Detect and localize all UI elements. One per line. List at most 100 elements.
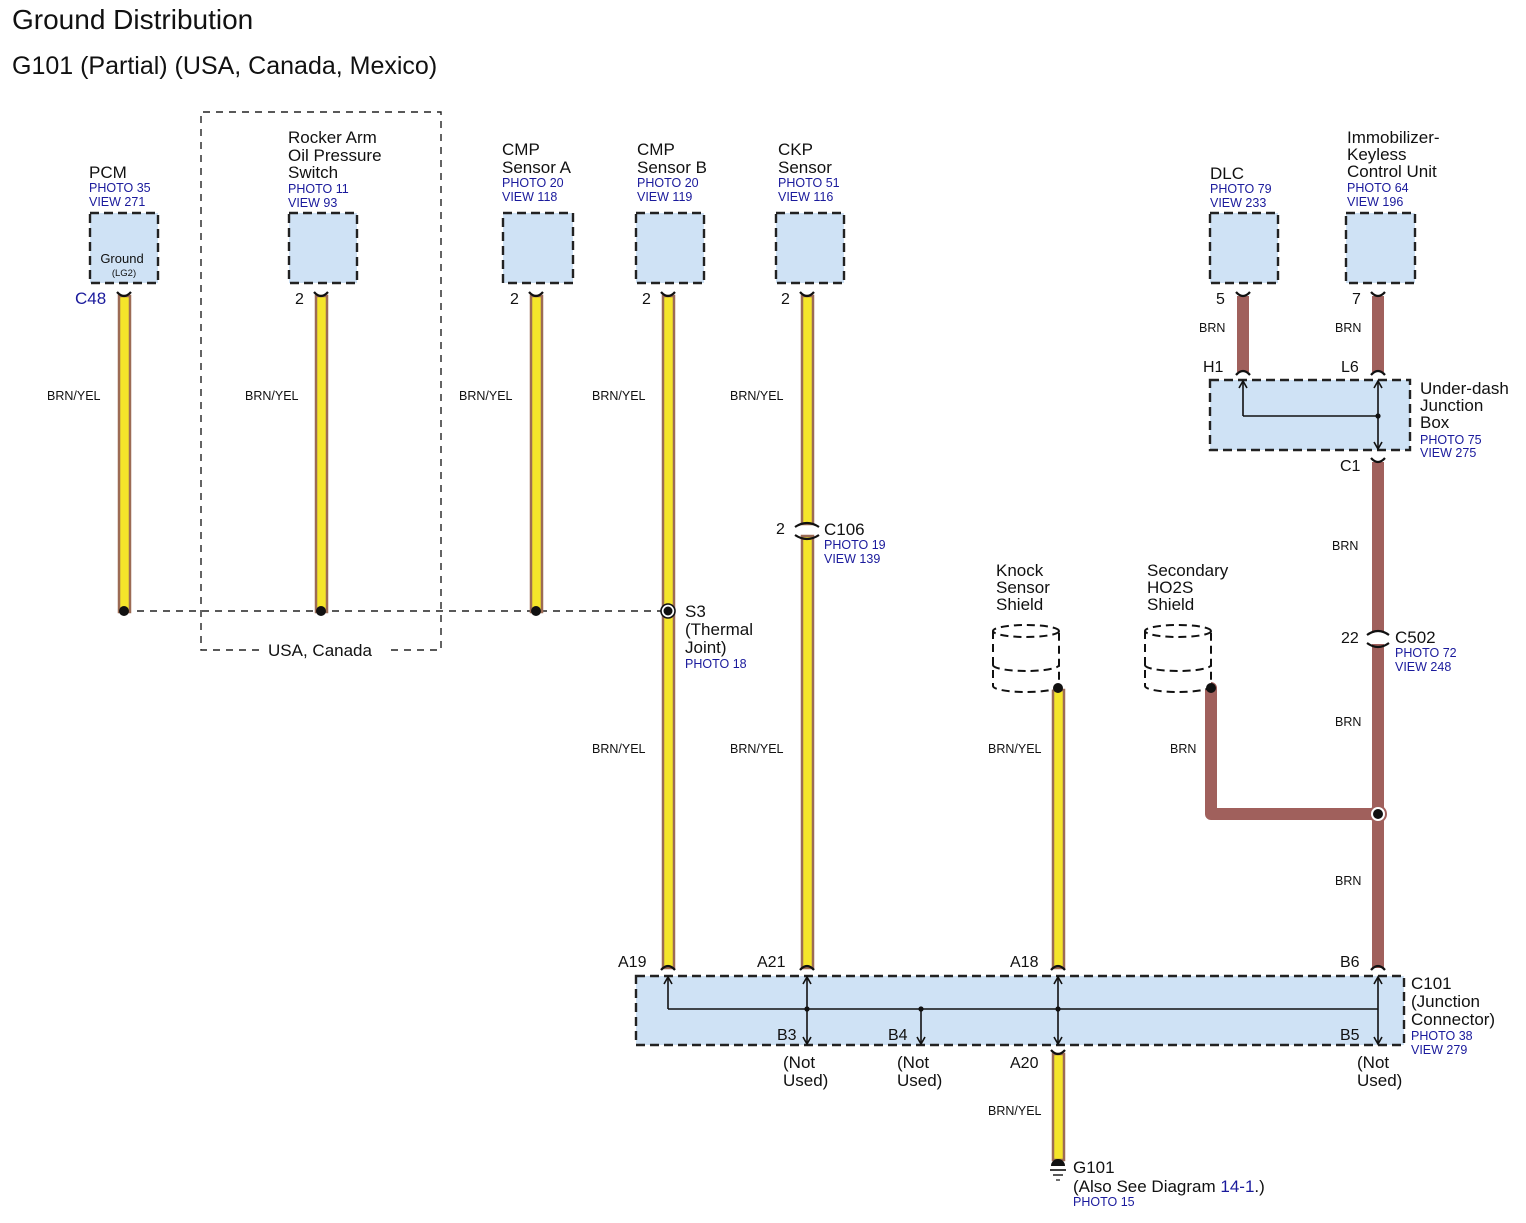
rocker-photo: PHOTO 11: [288, 182, 349, 196]
wire-pcm: [117, 294, 132, 614]
g101-note: (Also See Diagram 14-1.): [1073, 1177, 1265, 1196]
wire-color-labels: BRN/YEL BRN/YEL BRN/YEL BRN/YEL BRN/YEL …: [47, 321, 1361, 1118]
rocker-view: VIEW 93: [288, 196, 337, 210]
wire-ckp: [800, 294, 815, 970]
pcm-box: [88, 211, 160, 285]
pcm-photo: PHOTO 35: [89, 181, 151, 195]
c101-label: C101 (Junction Connector): [1411, 974, 1495, 1029]
immobilizer-label: Immobilizer- Keyless Control Unit: [1347, 128, 1444, 181]
immobilizer-box: [1344, 211, 1417, 285]
underdash-photo: PHOTO 75: [1420, 433, 1482, 447]
c106-view: VIEW 139: [824, 552, 880, 566]
rocker-label: Rocker Arm Oil Pressure Switch: [288, 128, 386, 182]
diagram-title: Ground Distribution: [12, 4, 253, 35]
underdash-internal-wiring: [1238, 379, 1383, 451]
b3-not-used: (Not Used): [783, 1053, 828, 1090]
underdash-pin-c1: C1: [1340, 458, 1361, 475]
c106-pin: 2: [776, 521, 785, 538]
ckp-photo: PHOTO 51: [778, 176, 840, 190]
svg-text:BRN: BRN: [1332, 539, 1358, 553]
cmp-a-box: [501, 211, 575, 285]
dlc-label: DLC: [1210, 164, 1244, 183]
c502-photo: PHOTO 72: [1395, 646, 1457, 660]
cmp-b-photo: PHOTO 20: [637, 176, 699, 190]
svg-text:BRN/YEL: BRN/YEL: [592, 389, 646, 403]
s3-label: S3 (Thermal Joint): [685, 602, 758, 657]
s3-photo: PHOTO 18: [685, 657, 747, 671]
diagram-subtitle: G101 (Partial) (USA, Canada, Mexico): [12, 52, 437, 80]
svg-text:BRN/YEL: BRN/YEL: [592, 742, 646, 756]
c502-pin: 22: [1341, 630, 1359, 647]
cmp-b-pin: 2: [642, 291, 651, 308]
c101-pin-a18: A18: [1010, 954, 1039, 971]
svg-text:BRN: BRN: [1335, 874, 1361, 888]
g101-photo: PHOTO 15: [1073, 1195, 1135, 1209]
ckp-box: [774, 211, 846, 285]
cmp-b-box: [634, 211, 706, 285]
wire-knock: [1051, 688, 1066, 970]
c106-label: C106: [824, 520, 865, 539]
wire-cmp-a: [529, 294, 544, 614]
c101-box: [634, 974, 1406, 1047]
dlc-pin: 5: [1216, 291, 1225, 308]
svg-text:BRN: BRN: [1335, 715, 1361, 729]
ckp-pin: 2: [781, 291, 790, 308]
g101-label: G101: [1073, 1158, 1115, 1177]
svg-text:BRN: BRN: [1335, 321, 1361, 335]
b5-not-used: (Not Used): [1357, 1053, 1402, 1090]
splice-dots: [119, 606, 541, 616]
c101-pin-b4: B4: [888, 1027, 908, 1044]
c101-pin-b5: B5: [1340, 1027, 1360, 1044]
svg-text:BRN: BRN: [1199, 321, 1225, 335]
region-box: [200, 111, 442, 651]
svg-text:BRN/YEL: BRN/YEL: [730, 389, 784, 403]
b4-not-used: (Not Used): [897, 1053, 942, 1090]
c101-pin-a20: A20: [1010, 1055, 1039, 1072]
dlc-view: VIEW 233: [1210, 196, 1266, 210]
c101-photo: PHOTO 38: [1411, 1029, 1473, 1043]
dlc-box: [1208, 211, 1280, 285]
cmp-b-view: VIEW 119: [637, 190, 692, 204]
wire-cmp-b: [661, 294, 676, 970]
svg-text:BRN/YEL: BRN/YEL: [988, 1104, 1042, 1118]
knock-shield-icon: [992, 624, 1063, 693]
cmp-a-view: VIEW 118: [502, 190, 557, 204]
ckp-label: CKP Sensor: [778, 140, 832, 177]
wire-ho2s: [1205, 682, 1384, 820]
c502-view: VIEW 248: [1395, 660, 1451, 674]
dlc-photo: PHOTO 79: [1210, 182, 1272, 196]
immobilizer-photo: PHOTO 64: [1347, 181, 1409, 195]
ckp-view: VIEW 116: [778, 190, 833, 204]
pcm-label: PCM: [89, 163, 127, 182]
wire-rocker: [314, 294, 329, 614]
pcm-connector: C48: [75, 289, 106, 308]
svg-text:BRN/YEL: BRN/YEL: [47, 389, 101, 403]
svg-text:BRN/YEL: BRN/YEL: [245, 389, 299, 403]
wire-g101: [1051, 1052, 1066, 1162]
pcm-view: VIEW 271: [89, 195, 145, 209]
c101-view: VIEW 279: [1411, 1043, 1467, 1057]
underdash-label: Under-dash Junction Box: [1420, 379, 1514, 432]
underdash-view: VIEW 275: [1420, 446, 1476, 460]
c106-photo: PHOTO 19: [824, 538, 886, 552]
region-label: USA, Canada: [268, 641, 372, 660]
cmp-a-photo: PHOTO 20: [502, 176, 564, 190]
underdash-pin-l6: L6: [1341, 359, 1359, 376]
knock-label: Knock Sensor Shield: [996, 561, 1055, 614]
ho2s-label: Secondary HO2S Shield: [1147, 561, 1233, 614]
cmp-b-label: CMP Sensor B: [637, 140, 707, 177]
c101-pin-a19: A19: [618, 954, 647, 971]
svg-text:BRN/YEL: BRN/YEL: [988, 742, 1042, 756]
c101-pin-b6: B6: [1340, 954, 1360, 971]
svg-text:BRN/YEL: BRN/YEL: [730, 742, 784, 756]
svg-text:BRN/YEL: BRN/YEL: [459, 389, 513, 403]
diagram-14-1-link[interactable]: 14-1: [1220, 1177, 1254, 1196]
c101-pin-b3: B3: [777, 1027, 797, 1044]
c502-label: C502: [1395, 628, 1436, 647]
wire-immobilizer: [1372, 296, 1384, 372]
underdash-pin-h1: H1: [1203, 359, 1224, 376]
c101-pin-a21: A21: [757, 954, 786, 971]
rocker-box: [287, 211, 359, 285]
cmp-a-label: CMP Sensor A: [502, 140, 572, 177]
